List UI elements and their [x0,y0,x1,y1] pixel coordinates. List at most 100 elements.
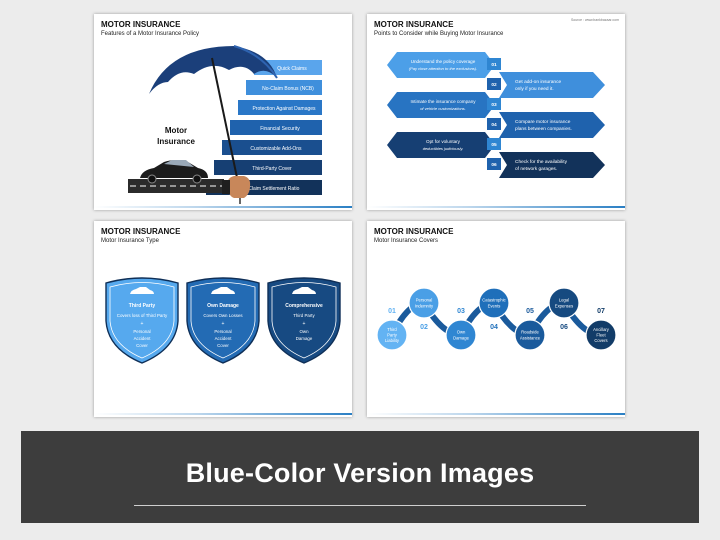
car-icon [211,287,235,294]
svg-text:+: + [141,321,144,327]
umbrella-label-2: Insurance [157,137,195,146]
consider-arrow-left: Understand the policy coverage (Pay close… [387,52,495,78]
svg-text:Indemnity: Indemnity [415,303,434,308]
svg-text:Damage: Damage [296,336,313,341]
feature-bar: No-Claim Bonus (NCB) [246,80,322,95]
svg-text:Accident: Accident [134,336,152,341]
svg-text:Own Damage: Own Damage [207,303,239,309]
svg-text:Fleet: Fleet [596,333,606,338]
svg-text:Own: Own [299,329,309,334]
step-number: 05 [487,138,501,150]
car-icon [130,287,154,294]
hand-icon [222,176,251,204]
slide-subtitle: Motor Insurance Covers [374,238,439,244]
svg-text:Understand the policy coverage: Understand the policy coverage [411,59,476,64]
slide-thumbnail-covers[interactable]: MOTOR INSURANCE Motor Insurance Covers T… [367,221,625,417]
slide-bottom-line [94,206,352,208]
svg-text:of vehicle customizations.: of vehicle customizations. [420,106,466,111]
svg-text:of network garages.: of network garages. [515,166,557,172]
cover-number: 03 [457,308,465,315]
svg-text:Covers loss of Third Party: Covers loss of Third Party [117,313,168,318]
svg-text:Third: Third [387,327,397,332]
svg-text:only if you need it.: only if you need it. [515,86,554,92]
consider-arrow-left: Opt for voluntary deductibles judiciously… [387,132,495,158]
svg-text:Personal: Personal [416,298,433,303]
feature-label: Quick Claims [277,66,307,72]
svg-text:Assistance: Assistance [520,335,541,340]
svg-text:Covers Own Losses: Covers Own Losses [203,313,243,318]
umbrella-label-1: Motor [165,126,187,135]
svg-text:Expenses: Expenses [555,303,573,308]
cover-number: 04 [490,324,498,331]
svg-text:Liability: Liability [385,338,400,343]
slide-bottom-line [367,413,625,415]
feature-label: Customizable Add-Ons [250,146,302,152]
svg-text:Damage: Damage [453,335,469,340]
slide-thumbnail-types[interactable]: MOTOR INSURANCE Motor Insurance Type Thi… [94,221,352,417]
cover-number: 07 [597,308,605,315]
slide-title: MOTOR INSURANCE [101,227,181,236]
svg-text:05: 05 [491,142,497,148]
svg-text:Accident: Accident [215,336,233,341]
svg-text:Opt for voluntary: Opt for voluntary [426,139,461,144]
svg-text:Personal: Personal [214,329,231,334]
svg-text:plans between companies.: plans between companies. [515,126,572,132]
slide-title: MOTOR INSURANCE [374,20,454,29]
svg-text:deductibles judiciously.: deductibles judiciously. [423,146,464,151]
svg-text:Own: Own [457,330,466,335]
svg-text:Cover: Cover [217,343,229,348]
svg-text:Legal: Legal [559,298,569,303]
svg-text:Events: Events [488,303,501,308]
slide-subtitle: Features of a Motor Insurance Policy [101,31,200,37]
feature-label: Financial Security [260,126,300,132]
slide-subtitle: Points to Consider while Buying Motor In… [374,31,504,37]
svg-text:Catastrophic: Catastrophic [482,298,506,303]
slide-bottom-line [367,206,625,208]
svg-text:(Pay close attention to the ex: (Pay close attention to the exclusions). [409,66,477,71]
svg-text:Comprehensive: Comprehensive [285,303,323,309]
feature-label: Protection Against Damages [252,106,316,112]
step-number: 03 [487,98,501,110]
svg-text:Personal: Personal [133,329,150,334]
feature-bar: Protection Against Damages [238,100,322,115]
source-note: Source : www.bankbazaar.com [570,18,619,22]
step-number: 01 [487,58,501,70]
cover-number: 02 [420,324,428,331]
svg-text:01: 01 [491,62,497,68]
feature-bar: Financial Security [230,120,322,135]
svg-text:Party: Party [387,333,398,338]
feature-bar: Customizable Add-Ons [222,140,322,155]
feature-label: No-Claim Bonus (NCB) [262,86,314,92]
slide-title: MOTOR INSURANCE [374,227,454,236]
slide-bottom-line [94,413,352,415]
svg-text:Compare motor insurance: Compare motor insurance [515,119,571,125]
svg-text:Ancillary: Ancillary [593,327,610,332]
slide-title: MOTOR INSURANCE [101,20,181,29]
svg-text:Intimate the insurance company: Intimate the insurance company [410,99,476,104]
car-icon [140,160,208,184]
slide-thumbnail-features[interactable]: MOTOR INSURANCE Features of a Motor Insu… [94,14,352,210]
svg-text:+: + [222,321,225,327]
slide-thumbnail-points[interactable]: MOTOR INSURANCE Points to Consider while… [367,14,625,210]
svg-text:04: 04 [491,122,497,128]
svg-text:02: 02 [491,82,497,88]
version-banner: Blue-Color Version Images [21,431,699,523]
feature-label: High Claim Settlement Ratio [237,186,300,192]
banner-title: Blue-Color Version Images [185,458,535,488]
svg-text:Third Party: Third Party [129,303,156,309]
cover-number: 01 [388,308,396,315]
umbrella-icon [149,45,278,193]
